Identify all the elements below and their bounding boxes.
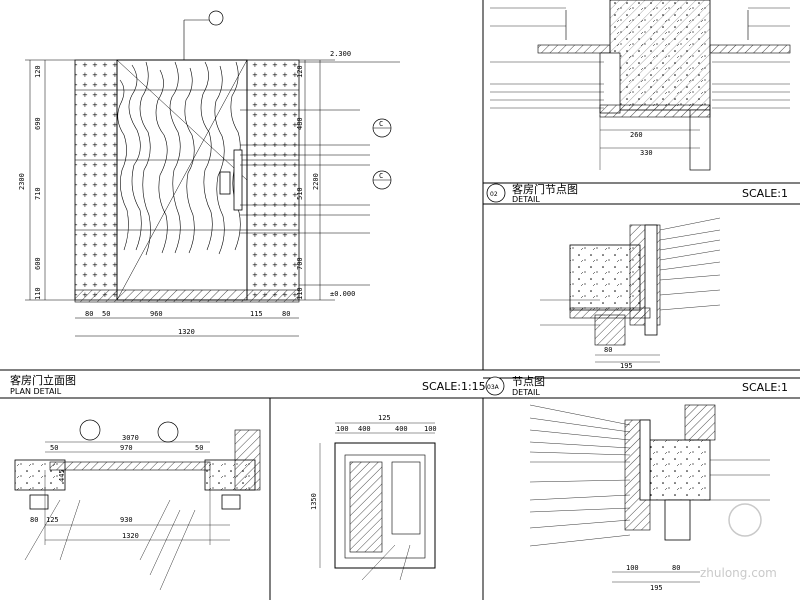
detail-subtitle: DETAIL: [512, 388, 540, 397]
dim-label: 120: [34, 65, 42, 78]
dim-label: 195: [620, 362, 633, 370]
detail-number: 02: [490, 191, 498, 198]
door-plan: 3070 50 970 50 80 125 930 1320 445: [14, 419, 261, 591]
detail-title: 客房门节点图: [512, 182, 578, 196]
detail-02-top: 260 330: [490, 0, 791, 171]
dim-label: 330: [640, 149, 653, 157]
dim-label: 50: [50, 444, 58, 452]
elevation-title-block: 客房门立面图 PLAN DETAIL SCALE:1:15: [10, 373, 486, 396]
door-handle: [219, 171, 231, 195]
dim-label: 80: [604, 346, 612, 354]
dim-label: 1350: [310, 493, 318, 510]
dim-label: 120: [296, 65, 304, 78]
dim-label: 80: [85, 310, 93, 318]
detail-02-title-block: 02 客房门节点图 DETAIL SCALE:1: [486, 182, 788, 204]
level-top: 2.300: [330, 50, 351, 58]
dim-label: 110: [296, 287, 304, 300]
elevation-scale: SCALE:1:15: [422, 380, 486, 393]
dim-label: 930: [120, 516, 133, 524]
dim-label: 480: [296, 117, 304, 130]
elevation-subtitle: PLAN DETAIL: [10, 387, 62, 396]
dim-label: 2300: [18, 173, 26, 190]
dim-label: 80: [30, 516, 38, 524]
dim-label: 80: [672, 564, 680, 572]
dim-label: 690: [34, 117, 42, 130]
dim-label: 1320: [122, 532, 139, 540]
detail-scale: SCALE:1: [742, 187, 788, 200]
detail-03a-section: 100 80 195: [529, 404, 770, 592]
right-stone-panel: [246, 59, 300, 301]
dim-label: 125: [378, 414, 391, 422]
detail-scale: SCALE:1: [742, 381, 788, 394]
elevation-title: 客房门立面图: [10, 373, 76, 387]
dim-label: 400: [395, 425, 408, 433]
dim-label: 445: [58, 469, 66, 482]
door-elevation: 960 80 50 115 80 1320 2300 120 690 710 6…: [18, 10, 400, 337]
dim-label: 260: [630, 131, 643, 139]
level-bottom: ±0.000: [330, 290, 355, 298]
dim-label: 100: [626, 564, 639, 572]
dim-label: 970: [120, 444, 133, 452]
dim-label: 100: [424, 425, 437, 433]
dim-label: 2200: [312, 173, 320, 190]
dim-label: 100: [336, 425, 349, 433]
watermark-text: zhulong.com: [700, 566, 777, 580]
dim-label: 710: [34, 187, 42, 200]
detail-title: 节点图: [512, 375, 545, 388]
dim-label: 195: [650, 584, 663, 592]
dim-label: 115: [250, 310, 263, 318]
dim-label: 600: [34, 257, 42, 270]
dim-total: 1320: [178, 328, 195, 336]
detail-subtitle: DETAIL: [512, 195, 540, 204]
dim-label: 50: [102, 310, 110, 318]
left-stone-panel: [74, 59, 118, 301]
callout-tag: C: [379, 120, 383, 128]
dim-label: 125: [46, 516, 59, 524]
watermark: zhulong.com: [700, 503, 777, 580]
dim-label: 510: [296, 187, 304, 200]
dim-label: 80: [282, 310, 290, 318]
door-panel-small: 125 100 400 400 100 1350: [310, 414, 437, 581]
detail-03a-title-block: 03A 节点图 DETAIL SCALE:1: [485, 375, 788, 397]
callout-tag: C: [379, 172, 383, 180]
wood-grain: [117, 61, 241, 256]
detail-number: 03A: [487, 384, 500, 391]
dim-label: 3070: [122, 434, 139, 442]
dim-label: 110: [34, 287, 42, 300]
dim-label: 960: [150, 310, 163, 318]
dim-label: 50: [195, 444, 203, 452]
dim-label: 700: [296, 257, 304, 270]
dim-label: 400: [358, 425, 371, 433]
detail-02-section: 195 80: [540, 217, 721, 370]
